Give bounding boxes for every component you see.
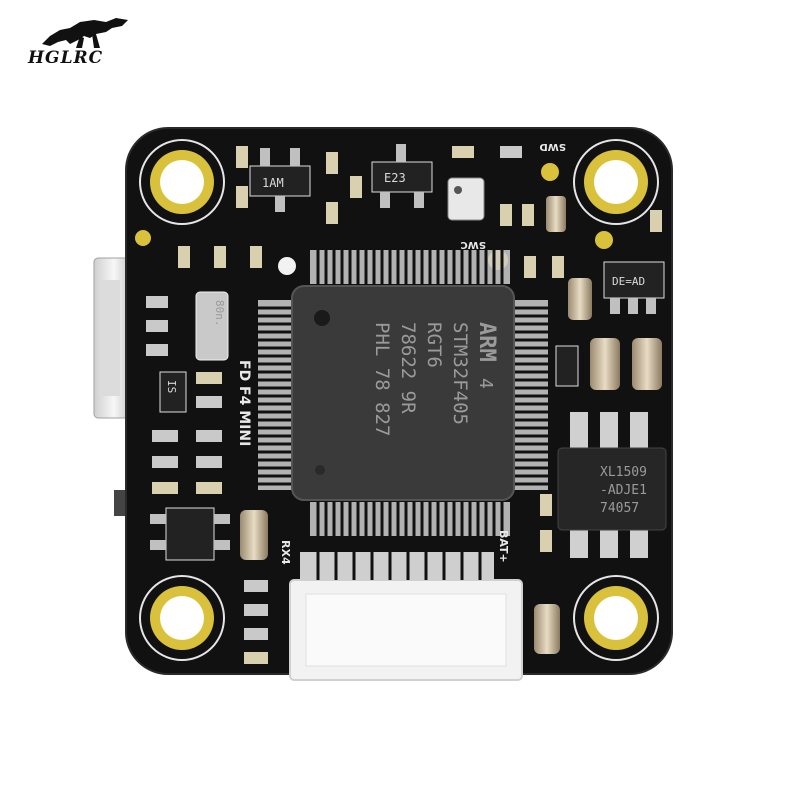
mcu-line-3: 78622 9R bbox=[397, 322, 419, 414]
raptor-icon bbox=[42, 18, 128, 48]
chip-de: DE=AD bbox=[603, 261, 665, 314]
chip-right-small bbox=[555, 345, 579, 387]
capacitor bbox=[568, 278, 592, 320]
regulator-chip: XL1509 -ADJE1 74057 bbox=[557, 412, 667, 558]
mcu-pin-gaps bbox=[258, 250, 548, 536]
test-pad bbox=[595, 231, 613, 249]
bottom-connector bbox=[289, 552, 523, 681]
chip-1am-label: 1AM bbox=[262, 176, 284, 190]
chip-side-label: IS bbox=[165, 380, 178, 393]
rx-label: RX4 bbox=[279, 540, 292, 565]
side-button bbox=[114, 490, 128, 516]
board-name-label: FD F4 MINI bbox=[236, 360, 252, 446]
capacitor bbox=[546, 196, 566, 232]
mcu-brand-suffix: 4 bbox=[475, 378, 496, 389]
regulator-line-2: -ADJE1 bbox=[600, 483, 647, 498]
mcu-line-1: STM32F405 bbox=[449, 322, 471, 425]
chip-e23: E23 bbox=[371, 144, 433, 208]
test-pad bbox=[278, 257, 296, 275]
swc-label: SWC bbox=[460, 239, 486, 250]
crystal-label: 80n. bbox=[213, 300, 226, 327]
swd-label: SWD bbox=[539, 141, 566, 152]
mcu-markings: ARM 4 STM32F405 RGT6 78622 9R PHL 78 827 bbox=[371, 322, 499, 436]
chip-bottom-left bbox=[150, 507, 230, 561]
bat-label: BAT+ bbox=[497, 530, 510, 563]
regulator-line-3: 74057 bbox=[600, 501, 639, 516]
capacitor bbox=[632, 338, 662, 390]
chip-side: IS bbox=[159, 371, 187, 413]
mount-hole-top-left bbox=[139, 139, 225, 225]
mcu-chip bbox=[291, 285, 515, 501]
mcu-line-2: RGT6 bbox=[423, 322, 445, 368]
capacitor bbox=[534, 604, 560, 654]
chip-e23-label: E23 bbox=[384, 171, 406, 185]
barometer-sensor bbox=[447, 177, 485, 221]
crystal-oscillator: 80n. bbox=[195, 291, 229, 361]
test-pad bbox=[135, 230, 151, 246]
chip-1am: 1AM bbox=[249, 148, 311, 212]
capacitor bbox=[240, 510, 268, 560]
test-pad bbox=[541, 163, 559, 181]
capacitor bbox=[590, 338, 620, 390]
connector-pin-gaps bbox=[316, 552, 482, 580]
brand-logo: HGLRC bbox=[28, 14, 148, 68]
mcu-brand: ARM bbox=[474, 322, 499, 362]
smd-components bbox=[146, 146, 662, 664]
mcu-line-4: PHL 78 827 bbox=[371, 322, 393, 436]
chip-de-label: DE=AD bbox=[612, 275, 645, 288]
mount-hole-top-right bbox=[573, 139, 659, 225]
brand-text: HGLRC bbox=[28, 48, 104, 68]
mount-hole-bottom-left bbox=[139, 575, 225, 661]
regulator-line-1: XL1509 bbox=[600, 465, 647, 480]
mount-hole-bottom-right bbox=[573, 575, 659, 661]
